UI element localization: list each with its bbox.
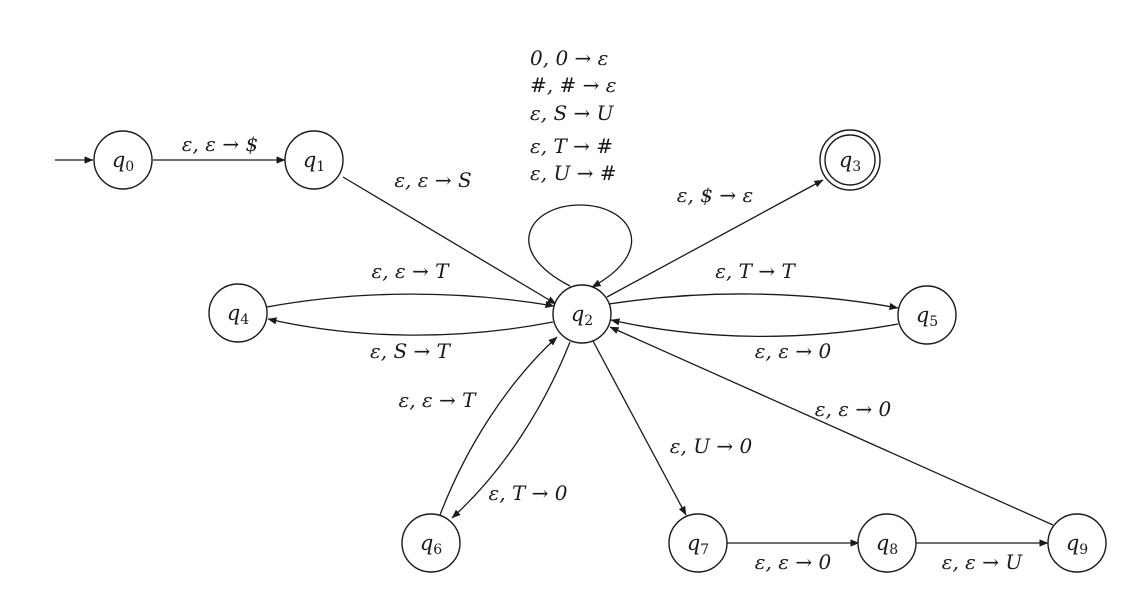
label-q2-q6: ε, T → 0	[489, 481, 568, 505]
state-q8: q8	[857, 513, 917, 573]
state-q7: q7	[668, 513, 728, 573]
state-q2: q2	[552, 284, 612, 344]
loop-label-1: 0, 0 → ε	[530, 46, 608, 70]
svg-text:q4: q4	[227, 301, 249, 328]
loop-label-5: ε, U → #	[530, 161, 617, 185]
edge-q6-q2	[439, 336, 558, 516]
svg-text:q1: q1	[303, 148, 325, 175]
state-q5: q5	[897, 285, 957, 345]
label-q8-q9: ε, ε → U	[942, 550, 1024, 574]
label-q7-q8: ε, ε → 0	[755, 550, 832, 574]
state-q0: q0	[93, 130, 153, 190]
label-q1-q2: ε, ε → S	[394, 168, 471, 192]
edge-q5-q2	[610, 318, 899, 337]
svg-text:q9: q9	[1066, 531, 1088, 558]
svg-text:q6: q6	[420, 531, 442, 558]
svg-text:q7: q7	[687, 531, 709, 558]
label-q4-q2: ε, ε → T	[372, 259, 451, 283]
loop-label-4: ε, T → #	[530, 134, 613, 158]
edge-q2-q6	[451, 341, 571, 519]
edge-q2-q5	[608, 293, 899, 310]
state-q1: q1	[284, 130, 344, 190]
edge-q1-q2	[342, 176, 557, 305]
state-q4: q4	[208, 283, 268, 343]
loop-label-2: #, # → ε	[530, 73, 616, 97]
label-q2-q7: ε, U → 0	[670, 434, 753, 458]
svg-text:q8: q8	[876, 531, 898, 558]
label-q9-q2: ε, ε → 0	[815, 397, 892, 421]
svg-text:q0: q0	[112, 148, 134, 175]
state-q6: q6	[401, 513, 461, 573]
edge-q2-q3	[606, 179, 824, 298]
edge-q2-q2-loop	[528, 204, 633, 288]
label-q6-q2: ε, ε → T	[399, 388, 478, 412]
label-q2-q5: ε, T → T	[715, 259, 796, 283]
edge-q4-q2	[266, 293, 555, 309]
state-q9: q9	[1047, 513, 1107, 573]
svg-text:q5: q5	[916, 303, 938, 330]
edge-q9-q2	[609, 326, 1054, 526]
svg-text:q2: q2	[571, 302, 593, 329]
loop-label-3: ε, S → U	[530, 101, 615, 125]
label-q0-q1: ε, ε → $	[182, 132, 258, 156]
label-q5-q2: ε, ε → 0	[755, 339, 832, 363]
state-q3-accepting: q3	[819, 129, 881, 191]
edge-q2-q4	[267, 317, 554, 336]
svg-text:q3: q3	[839, 148, 861, 175]
edge-q2-q7	[592, 340, 687, 516]
label-q2-q3: ε, $ → ε	[677, 183, 753, 207]
label-q2-q4: ε, S → T	[370, 339, 452, 363]
